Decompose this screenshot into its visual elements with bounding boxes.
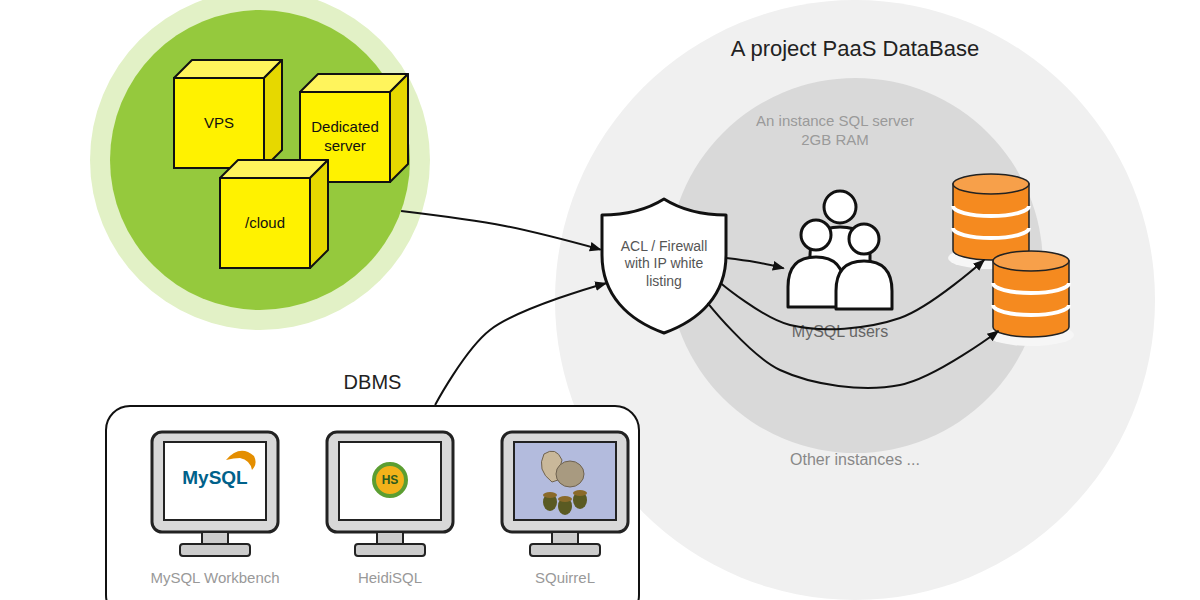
database-cylinder — [988, 247, 1074, 347]
acorn — [543, 493, 557, 511]
server-cube: /cloud — [218, 158, 328, 270]
monitor-base — [530, 544, 600, 556]
node-label: An instance SQL server 2GB RAM — [755, 108, 915, 154]
cylinder-body — [953, 184, 1029, 260]
cube-side — [264, 60, 282, 168]
monitor-bezel — [502, 432, 628, 532]
instance-circle: An instance SQL server 2GB RAMACL / Fire… — [668, 78, 1043, 453]
acorn-cap — [573, 490, 587, 496]
cylinder-stripe — [993, 283, 1069, 293]
acorn — [558, 497, 572, 515]
node-label: ACL / Firewall with IP white listing — [612, 231, 716, 297]
logo-text: MySQL — [164, 458, 266, 498]
monitor-neck — [202, 532, 228, 544]
node-label: SQuirreL — [480, 567, 650, 589]
cylinder-stripe — [953, 206, 1029, 216]
cylinder-stripe — [953, 228, 1029, 238]
acorn-cap — [543, 492, 557, 498]
cube-side — [310, 160, 328, 268]
monitor-neck — [552, 532, 578, 544]
server-cube: VPS — [172, 58, 282, 170]
server-group-circle: VPSDedicated server/cloud — [90, 0, 430, 330]
monitor-screen — [339, 442, 441, 520]
node-label: VPS — [174, 78, 264, 168]
monitor: MySQLMySQL Workbench — [150, 430, 280, 595]
monitor-bezel — [152, 432, 278, 532]
shield-outline — [602, 199, 726, 333]
person-body — [836, 261, 892, 309]
cylinder-top — [993, 251, 1069, 271]
halo-ring — [90, 0, 430, 330]
monitor: SQuirreL — [500, 430, 630, 595]
cylinder-body — [993, 261, 1069, 337]
cylinder-top — [953, 174, 1029, 194]
node-label: HeidiSQL — [305, 567, 475, 589]
users-icon: MySQL users — [780, 185, 900, 345]
person-head — [801, 220, 831, 250]
cube-side — [390, 74, 408, 182]
monitor-screen — [164, 442, 266, 520]
node-label: MySQL users — [760, 321, 920, 343]
monitor-screen — [514, 442, 616, 520]
person-head — [824, 191, 856, 223]
firewall-shield: ACL / Firewall with IP white listing — [598, 195, 730, 335]
users-icon-shape — [780, 185, 900, 345]
halo-core — [110, 10, 410, 310]
person-head — [849, 224, 879, 254]
cube-front — [174, 78, 264, 168]
monitor-base — [355, 544, 425, 556]
acorn — [573, 491, 587, 509]
paas-disc — [555, 0, 1155, 600]
monitor-bezel — [327, 432, 453, 532]
cube-front — [220, 178, 310, 268]
paas-circle: A project PaaS DataBaseOther instances .… — [555, 0, 1155, 600]
monitor-neck — [377, 532, 403, 544]
acorn-cap — [558, 496, 572, 502]
dbms-box: DBMSMySQLMySQL WorkbenchHSHeidiSQLSQuirr… — [105, 405, 640, 600]
node-label: DBMS — [105, 369, 640, 395]
monitor-base — [180, 544, 250, 556]
monitor: HSHeidiSQL — [325, 430, 455, 595]
squirrel-body — [556, 461, 584, 487]
node-label: /cloud — [220, 178, 310, 268]
node-label: A project PaaS DataBase — [705, 34, 1005, 64]
database-cylinder-shape — [988, 247, 1074, 347]
cylinder-stripe — [993, 305, 1069, 315]
node-label: MySQL Workbench — [130, 567, 300, 589]
logo-text: HS — [370, 468, 410, 492]
